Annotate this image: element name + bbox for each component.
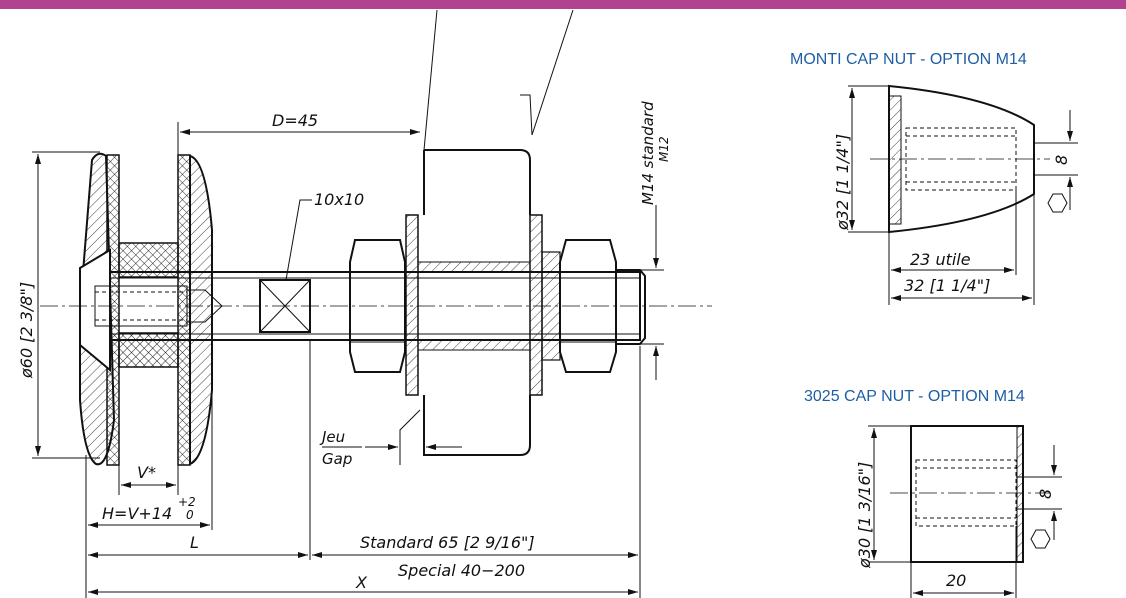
- dim-special: Special 40−200: [398, 561, 525, 580]
- cap3025-title: 3025 CAP NUT - OPTION M14: [804, 388, 1025, 405]
- dim-diameter-60: ø60 [2 3/8"]: [17, 282, 36, 379]
- bracket-line-right: [531, 9, 574, 136]
- bracket-bottom: [423, 395, 531, 456]
- dim-x: X: [355, 573, 368, 592]
- accent-bar: [0, 0, 1126, 9]
- cap3025-dim-length: 20: [946, 571, 966, 590]
- bracket-line-left: [423, 9, 438, 151]
- dim-v: V*: [137, 463, 156, 482]
- hex-icon: [1047, 193, 1068, 213]
- hex-nut-left: [349, 239, 406, 373]
- cap-3025: 3025 CAP NUT - OPTION M14 ø30 [1 3/16"] …: [804, 388, 1062, 598]
- monti-dim-utile: 23 utile: [910, 250, 971, 269]
- dim-l: L: [190, 533, 199, 552]
- monti-dim-diameter: ø32 [1 1/4"]: [833, 134, 852, 231]
- gasket-right: [177, 154, 191, 466]
- dim-standard: Standard 65 [2 9/16"]: [360, 533, 535, 552]
- washer-left: [405, 214, 419, 396]
- bracket-top: [423, 149, 531, 215]
- main-assembly: D=45 10x10 M14 standard M12 ø60 [2 3/8"]…: [17, 9, 712, 598]
- inner-disc: [189, 154, 213, 466]
- label-gap: Gap: [322, 450, 352, 468]
- washer-right: [529, 214, 543, 396]
- dim-square: 10x10: [314, 190, 364, 209]
- monti-cap-nut: MONTI CAP NUT - OPTION M14 ø32 [1 1/4"] …: [790, 51, 1078, 305]
- cap3025-body: [910, 425, 1024, 563]
- dim-thread-alt: M12: [657, 136, 671, 162]
- bushing-bottom: [118, 332, 179, 368]
- label-jeu: Jeu: [319, 428, 345, 446]
- monti-title: MONTI CAP NUT - OPTION M14: [790, 51, 1027, 68]
- dim-d45: D=45: [272, 111, 318, 130]
- monti-dim-length: 32 [1 1/4"]: [904, 276, 990, 295]
- monti-dim-8: 8: [1052, 155, 1071, 165]
- dim-h: H=V+14: [102, 504, 172, 523]
- dim-h-tol-low: 0: [186, 508, 194, 522]
- dim-thread-std: M14 standard: [639, 101, 657, 205]
- cap3025-dim-8: 8: [1036, 489, 1055, 499]
- dim-h-tol-up: +2: [178, 495, 196, 509]
- cap3025-dim-diameter: ø30 [1 3/16"]: [855, 462, 874, 569]
- hex-icon: [1030, 529, 1051, 549]
